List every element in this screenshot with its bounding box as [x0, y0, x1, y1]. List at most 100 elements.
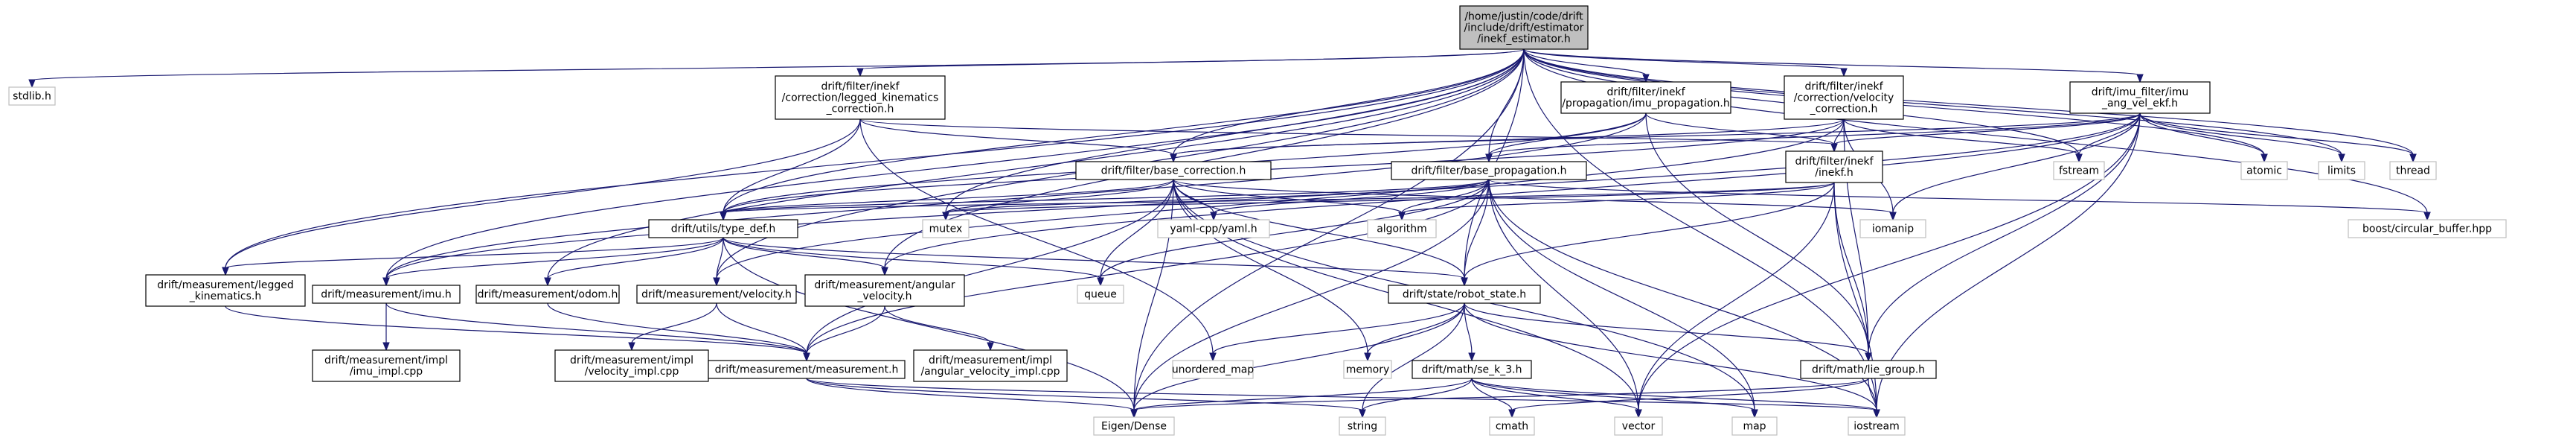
- node-drift-filter-inekf-inekf-h[interactable]: drift/filter/inekf/inekf.h: [1785, 150, 1883, 183]
- edge-n13-to-n19: [222, 237, 724, 276]
- edge-n0-to-n4: [1523, 48, 1848, 77]
- node-label-line: drift/filter/inekf: [1804, 81, 1883, 93]
- node-box: [554, 349, 709, 382]
- edge-line: [1173, 48, 1525, 156]
- node-box: [312, 285, 461, 304]
- node-drift-measurement-impl-velocity-impl-cpp[interactable]: drift/measurement/impl/velocity_impl.cpp: [554, 349, 709, 382]
- edge-n32-to-n35: [1359, 378, 1473, 419]
- node-box: [775, 75, 946, 120]
- edge-n5-to-n10: [2139, 112, 2268, 163]
- edge-line: [859, 118, 1214, 355]
- node-drift-filter-base-correction-h[interactable]: drift/filter/base_correction.h: [1075, 161, 1272, 180]
- edge-line: [1212, 302, 1465, 355]
- node-box: [636, 285, 797, 304]
- node-yaml-cpp-yaml-h: yaml-cpp/yaml.h: [1157, 219, 1270, 238]
- node-drift-imu-filter-imu-ang-vel-ekf-h[interactable]: drift/imu_filter/imu_ang_vel_ekf.h: [2069, 81, 2211, 114]
- node-box: [145, 274, 306, 307]
- edge-arrowhead: [2338, 153, 2345, 163]
- edge-n13-to-n23: [723, 237, 888, 276]
- node-label-line: drift/measurement/legged: [157, 279, 294, 291]
- edge-line: [2139, 112, 2414, 156]
- edge-line: [723, 237, 1101, 279]
- node-box: [1800, 360, 1937, 379]
- edge-line: [1638, 182, 1835, 411]
- node-drift-filter-inekf-correction-velocity-correction-h[interactable]: drift/filter/inekf/correction/velocity_c…: [1784, 75, 1904, 120]
- node-label-line: drift/imu_filter/imu: [2092, 86, 2189, 98]
- edge-arrowhead: [382, 342, 390, 352]
- node-label-line: /inekf_estimator.h: [1477, 34, 1570, 45]
- edge-n7-to-n13: [720, 179, 1490, 221]
- node-label-line: drift/state/robot_state.h: [1403, 289, 1526, 301]
- node-drift-state-robot-state-h[interactable]: drift/state/robot_state.h: [1388, 285, 1541, 304]
- edge-line: [385, 302, 807, 355]
- node-label-line: thread: [2396, 165, 2430, 177]
- node-unordered-map: unordered_map: [1172, 360, 1254, 379]
- node-algorithm: algorithm: [1367, 219, 1437, 238]
- node-box: [2389, 161, 2437, 180]
- edge-arrowhead: [1751, 409, 1758, 419]
- node-label-line: drift/filter/base_correction.h: [1101, 165, 1246, 177]
- edge-n7-to-n18: [1488, 179, 2431, 221]
- edge-line: [945, 182, 1835, 214]
- node-map: map: [1731, 416, 1778, 436]
- node-drift-measurement-imu-h[interactable]: drift/measurement/imu.h: [312, 285, 461, 304]
- node-drift-filter-base-propagation-h[interactable]: drift/filter/base_propagation.h: [1391, 161, 1587, 180]
- edge-n13-to-n34: [723, 237, 1138, 419]
- node-box: [1412, 360, 1532, 379]
- node-drift-filter-inekf-correction-legged-kinematics-correction-h[interactable]: drift/filter/inekf/correction/legged_kin…: [775, 75, 946, 120]
- edge-line: [385, 48, 1525, 279]
- node-drift-math-lie-group-h[interactable]: drift/math/lie_group.h: [1800, 360, 1937, 379]
- node-box: [708, 360, 906, 379]
- node-box: [1093, 416, 1175, 436]
- edge-n2-to-n6: [859, 118, 1177, 163]
- node-box: [1614, 416, 1663, 436]
- edge-line: [1133, 378, 1869, 411]
- node-label-line: fstream: [2059, 165, 2099, 177]
- edge-n2-to-n30: [859, 118, 1217, 362]
- edge-line: [2139, 112, 2342, 156]
- edge-n22-to-n27: [628, 302, 717, 352]
- node-label-line: mutex: [929, 223, 963, 235]
- edge-arrowhead: [2261, 153, 2268, 163]
- node-box: [1339, 416, 1386, 436]
- edge-n5-to-n7: [1485, 112, 2141, 163]
- edge-arrowhead: [544, 277, 551, 287]
- edge-line: [1488, 112, 1647, 156]
- node-label-line: string: [1348, 421, 1377, 433]
- node-label-line: drift/filter/inekf: [1795, 156, 1874, 168]
- node-label-line: unordered_map: [1172, 364, 1254, 376]
- edge-line: [859, 118, 1835, 145]
- node-drift-measurement-odom-h[interactable]: drift/measurement/odom.h: [475, 285, 620, 304]
- edge-arrowhead: [1461, 277, 1468, 287]
- node-box: [1077, 285, 1124, 304]
- edge-arrowhead: [1485, 153, 1493, 163]
- node-label-line: /inekf.h: [1815, 167, 1853, 179]
- node-drift-math-se-k-3-h[interactable]: drift/math/se_k_3.h: [1412, 360, 1532, 379]
- edge-line: [1471, 378, 1513, 411]
- edge-line: [1464, 179, 1490, 279]
- node-drift-measurement-impl-angular-velocity-impl-cpp[interactable]: drift/measurement/impl/angular_velocity_…: [913, 349, 1068, 382]
- edge-n0-to-n3: [1523, 48, 1650, 83]
- node-drift-measurement-velocity-h[interactable]: drift/measurement/velocity.h: [636, 285, 797, 304]
- node-drift-measurement-legged-kinematics-h[interactable]: drift/measurement/legged_kinematics.h: [145, 274, 306, 307]
- node-label-line: drift/math/se_k_3.h: [1422, 364, 1522, 376]
- edge-arrowhead: [856, 68, 864, 77]
- node-drift-utils-type-def-h[interactable]: drift/utils/type_def.h: [648, 219, 798, 238]
- edge-arrowhead: [28, 79, 36, 89]
- node-vector: vector: [1614, 416, 1663, 436]
- edge-line: [1488, 112, 2141, 156]
- edge-n23-to-n28: [803, 305, 885, 362]
- edge-line: [723, 179, 1174, 214]
- node-drift-measurement-angular-velocity-h[interactable]: drift/measurement/angular_velocity.h: [804, 274, 965, 307]
- node-drift-filter-inekf-propagation-imu-propagation-h[interactable]: drift/filter/inekf/propagation/imu_propa…: [1560, 81, 1731, 114]
- edge-arrowhead: [1508, 409, 1516, 419]
- node-drift-measurement-impl-imu-impl-cpp[interactable]: drift/measurement/impl/imu_impl.cpp: [312, 349, 461, 382]
- node-box: [1489, 416, 1535, 436]
- edge-line: [1523, 48, 2428, 214]
- node-label-line: drift/filter/inekf: [821, 81, 900, 93]
- edge-line: [806, 378, 1363, 411]
- edge-arrowhead: [1364, 352, 1371, 362]
- edge-line: [1843, 118, 2080, 156]
- node-drift-measurement-measurement-h[interactable]: drift/measurement/measurement.h: [708, 360, 906, 379]
- node-label-line: drift/filter/base_propagation.h: [1411, 165, 1566, 177]
